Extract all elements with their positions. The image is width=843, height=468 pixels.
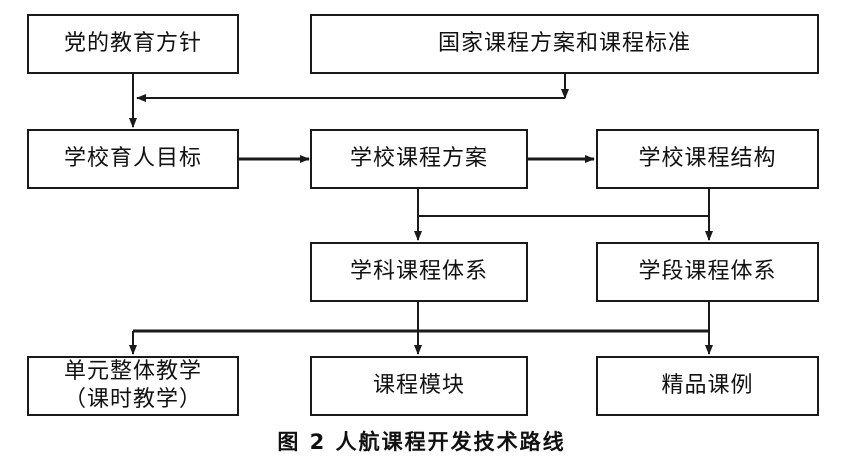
node-party-policy-label: 党的教育方针 (63, 31, 202, 56)
figure-caption: 图 2 人航课程开发技术路线 (277, 430, 566, 454)
node-course-module: 课程模块 (310, 356, 528, 416)
node-school-goal-label: 学校育人目标 (63, 146, 202, 171)
node-school-goal: 学校育人目标 (27, 129, 239, 189)
node-school-plan: 学校课程方案 (310, 129, 528, 189)
node-fine-cases: 精品课例 (596, 356, 819, 416)
node-school-structure-label: 学校课程结构 (638, 146, 777, 171)
node-school-plan-label: 学校课程方案 (349, 146, 488, 171)
node-fine-cases-label: 精品课例 (661, 373, 754, 398)
node-stage-system: 学段课程体系 (596, 242, 819, 302)
node-unit-teaching-line1: 单元整体教学 (63, 359, 202, 384)
node-stage-system-label: 学段课程体系 (638, 259, 777, 284)
node-national-standard: 国家课程方案和课程标准 (310, 14, 819, 74)
node-school-structure: 学校课程结构 (596, 129, 819, 189)
node-national-standard-label: 国家课程方案和课程标准 (437, 31, 691, 56)
node-subject-system: 学科课程体系 (310, 242, 528, 302)
node-course-module-label: 课程模块 (372, 373, 465, 398)
node-party-policy: 党的教育方针 (27, 14, 239, 74)
node-unit-teaching: 单元整体教学 （课时教学） (27, 356, 239, 416)
node-subject-system-label: 学科课程体系 (349, 259, 488, 284)
node-unit-teaching-line2: （课时教学） (63, 387, 202, 412)
